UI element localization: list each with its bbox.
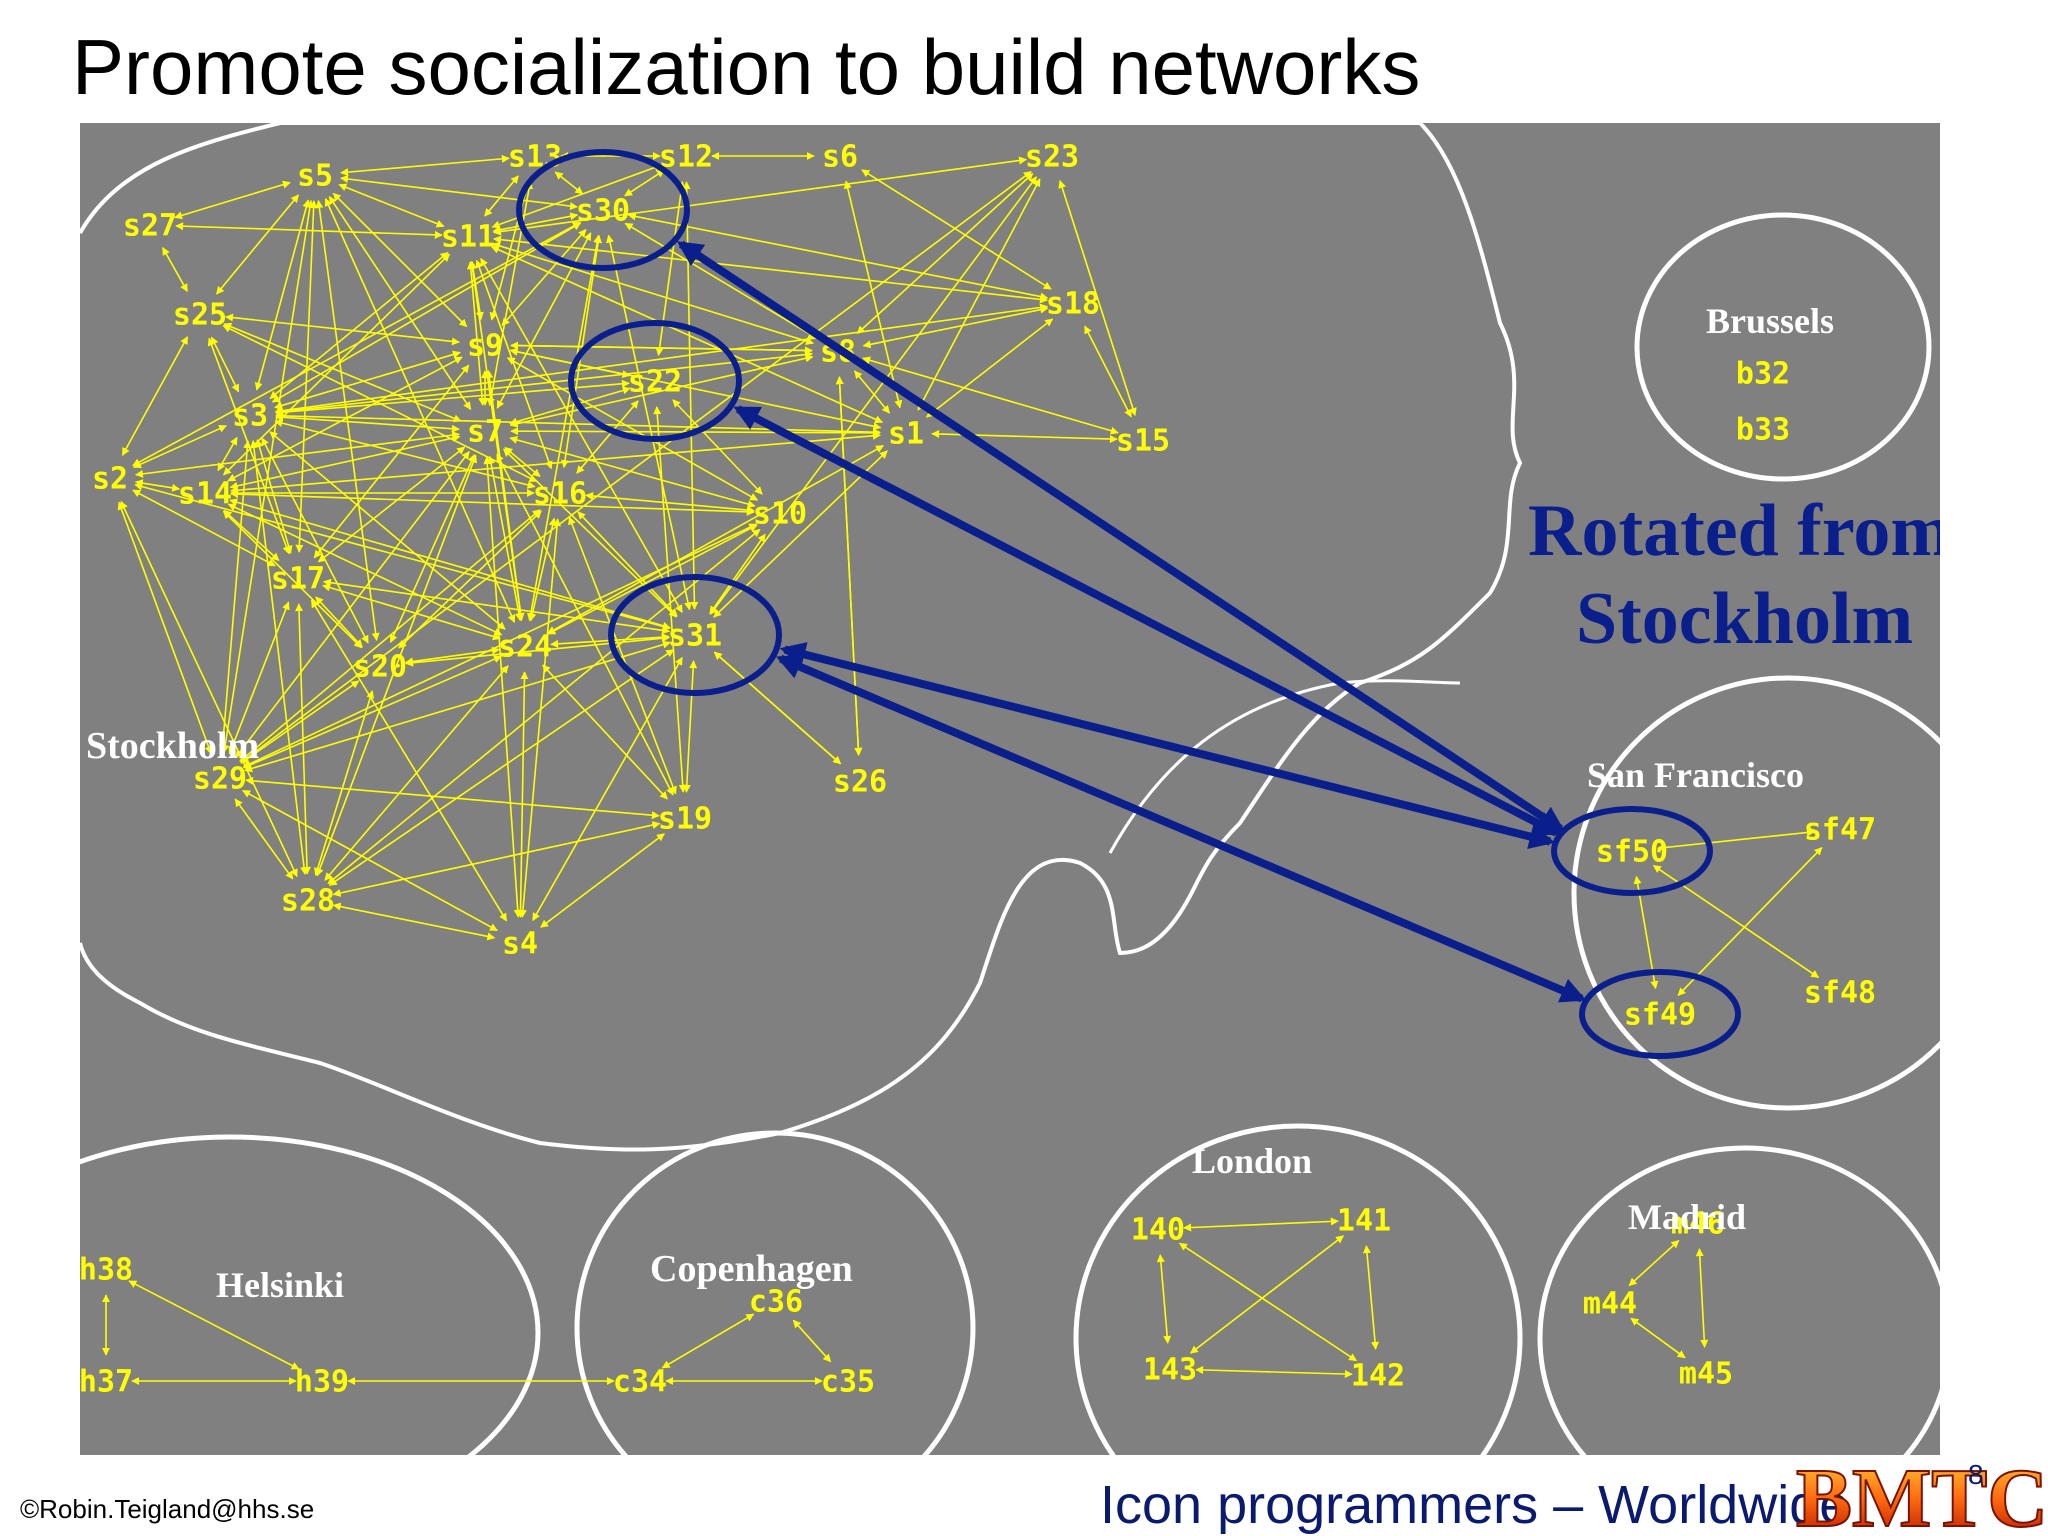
edge-s5-s13 (340, 154, 510, 177)
edge-s27-s11 (175, 222, 443, 239)
node-s1: s1 (888, 417, 924, 452)
node-s31: s31 (668, 619, 722, 654)
node-s26: s26 (833, 765, 887, 800)
city-label-helsinki: Helsinki (216, 1265, 344, 1305)
node-s23: s23 (1025, 140, 1079, 175)
node-s6: s6 (822, 140, 858, 175)
node-s19: s19 (658, 802, 712, 837)
edge-l41-l42 (1363, 1245, 1379, 1350)
node-c34: c34 (613, 1365, 667, 1400)
edge-l41-l43 (1189, 1235, 1345, 1354)
edge-l40-l43 (1156, 1254, 1172, 1344)
node-b32: b32 (1736, 357, 1790, 392)
node-s4: s4 (502, 927, 538, 962)
node-m46: m46 (1671, 1207, 1725, 1242)
edge-c36-c35 (792, 1319, 832, 1363)
node-h38: h38 (80, 1253, 133, 1288)
node-s27: s27 (123, 209, 177, 244)
node-s13: s13 (508, 140, 562, 175)
edge-h38-h39 (128, 1280, 300, 1370)
node-s5: s5 (297, 159, 333, 194)
edge-sf49-sf47 (1677, 847, 1823, 996)
node-sf48: sf48 (1804, 976, 1876, 1011)
helsinki-region (80, 1134, 541, 1455)
node-s7: s7 (467, 415, 503, 450)
edge-s27-s25 (162, 246, 188, 293)
node-sf49: sf49 (1624, 998, 1696, 1033)
city-label-san-francisco: San Francisco (1587, 755, 1804, 795)
node-s14: s14 (178, 477, 232, 512)
edge-s19-s4 (540, 833, 665, 928)
node-m44: m44 (1583, 1287, 1637, 1322)
node-l43: 143 (1143, 1353, 1197, 1388)
node-l42: 142 (1351, 1359, 1405, 1394)
node-l40: 140 (1131, 1213, 1185, 1248)
rotation-arrows (676, 240, 1587, 1003)
node-s3: s3 (232, 399, 268, 434)
node-s15: s15 (1116, 424, 1170, 459)
city-label-madrid: Madrid (1628, 1197, 1746, 1237)
rotation-arrow-s31-sf49 (775, 654, 1587, 1003)
node-sf47: sf47 (1804, 813, 1876, 848)
network-diagram: s13s12s6s23s5s30s27s11s25s18s9s22s8s3s1s… (80, 123, 1940, 1455)
highlight-sf49 (1579, 969, 1741, 1059)
edge-s24-s19 (542, 664, 668, 800)
annotation-line-1: Rotated from (1528, 490, 1940, 572)
node-s28: s28 (281, 884, 335, 919)
edge-m46-m44 (1628, 1239, 1680, 1287)
edge-c36-c34 (661, 1313, 755, 1369)
annotation-line-2: Stockholm (1576, 578, 1913, 660)
edge-l40-l41 (1183, 1217, 1339, 1232)
node-s10: s10 (753, 497, 807, 532)
slide-title: Promote socialization to build networks (72, 23, 1421, 111)
node-s18: s18 (1046, 287, 1100, 322)
node-c35: c35 (821, 1365, 875, 1400)
edge-m46-m45 (1695, 1248, 1709, 1348)
edge-s28-s4 (332, 902, 496, 941)
node-s24: s24 (498, 630, 552, 665)
node-m45: m45 (1679, 1357, 1733, 1392)
edge-m44-m45 (1630, 1317, 1686, 1359)
edge-l43-l42 (1195, 1365, 1353, 1379)
node-sf50: sf50 (1596, 835, 1668, 870)
madrid-region (1537, 1145, 1940, 1455)
copenhagen-region (574, 1130, 976, 1455)
node-s30: s30 (576, 194, 630, 229)
london-region (1073, 1123, 1523, 1455)
node-s9: s9 (467, 329, 503, 364)
node-l41: 141 (1337, 1204, 1391, 1239)
city-label-brussels: Brussels (1706, 301, 1834, 341)
node-b33: b33 (1736, 413, 1790, 448)
node-s16: s16 (533, 477, 587, 512)
node-h37: h37 (80, 1365, 133, 1400)
node-s12: s12 (659, 140, 713, 175)
node-s22: s22 (628, 365, 682, 400)
node-c36: c36 (749, 1285, 803, 1320)
brussels-region (1634, 212, 1932, 482)
node-s11: s11 (441, 220, 495, 255)
page-number: 8 (1968, 1459, 1984, 1490)
bmtc-logo-text: BMTC (1796, 1452, 2048, 1536)
node-h39: h39 (295, 1365, 349, 1400)
node-s2: s2 (92, 462, 128, 497)
highlight-layer (516, 149, 1741, 1059)
node-s29: s29 (193, 762, 247, 797)
city-label-copenhagen: Copenhagen (650, 1248, 853, 1290)
city-label-london: London (1192, 1141, 1312, 1181)
footer-copyright: ©Robin.Teigland@hhs.se (20, 1494, 315, 1524)
footer-caption: Icon programmers – Worldwide (1100, 1475, 1850, 1535)
node-s25: s25 (173, 298, 227, 333)
node-s17: s17 (271, 562, 325, 597)
edge-sf50-sf47 (1657, 828, 1815, 852)
node-s20: s20 (353, 650, 407, 685)
highlight-s30 (516, 149, 690, 271)
bmtc-logo: BMTC 8 (1795, 1452, 2048, 1536)
city-label-stockholm: Stockholm (86, 725, 259, 767)
